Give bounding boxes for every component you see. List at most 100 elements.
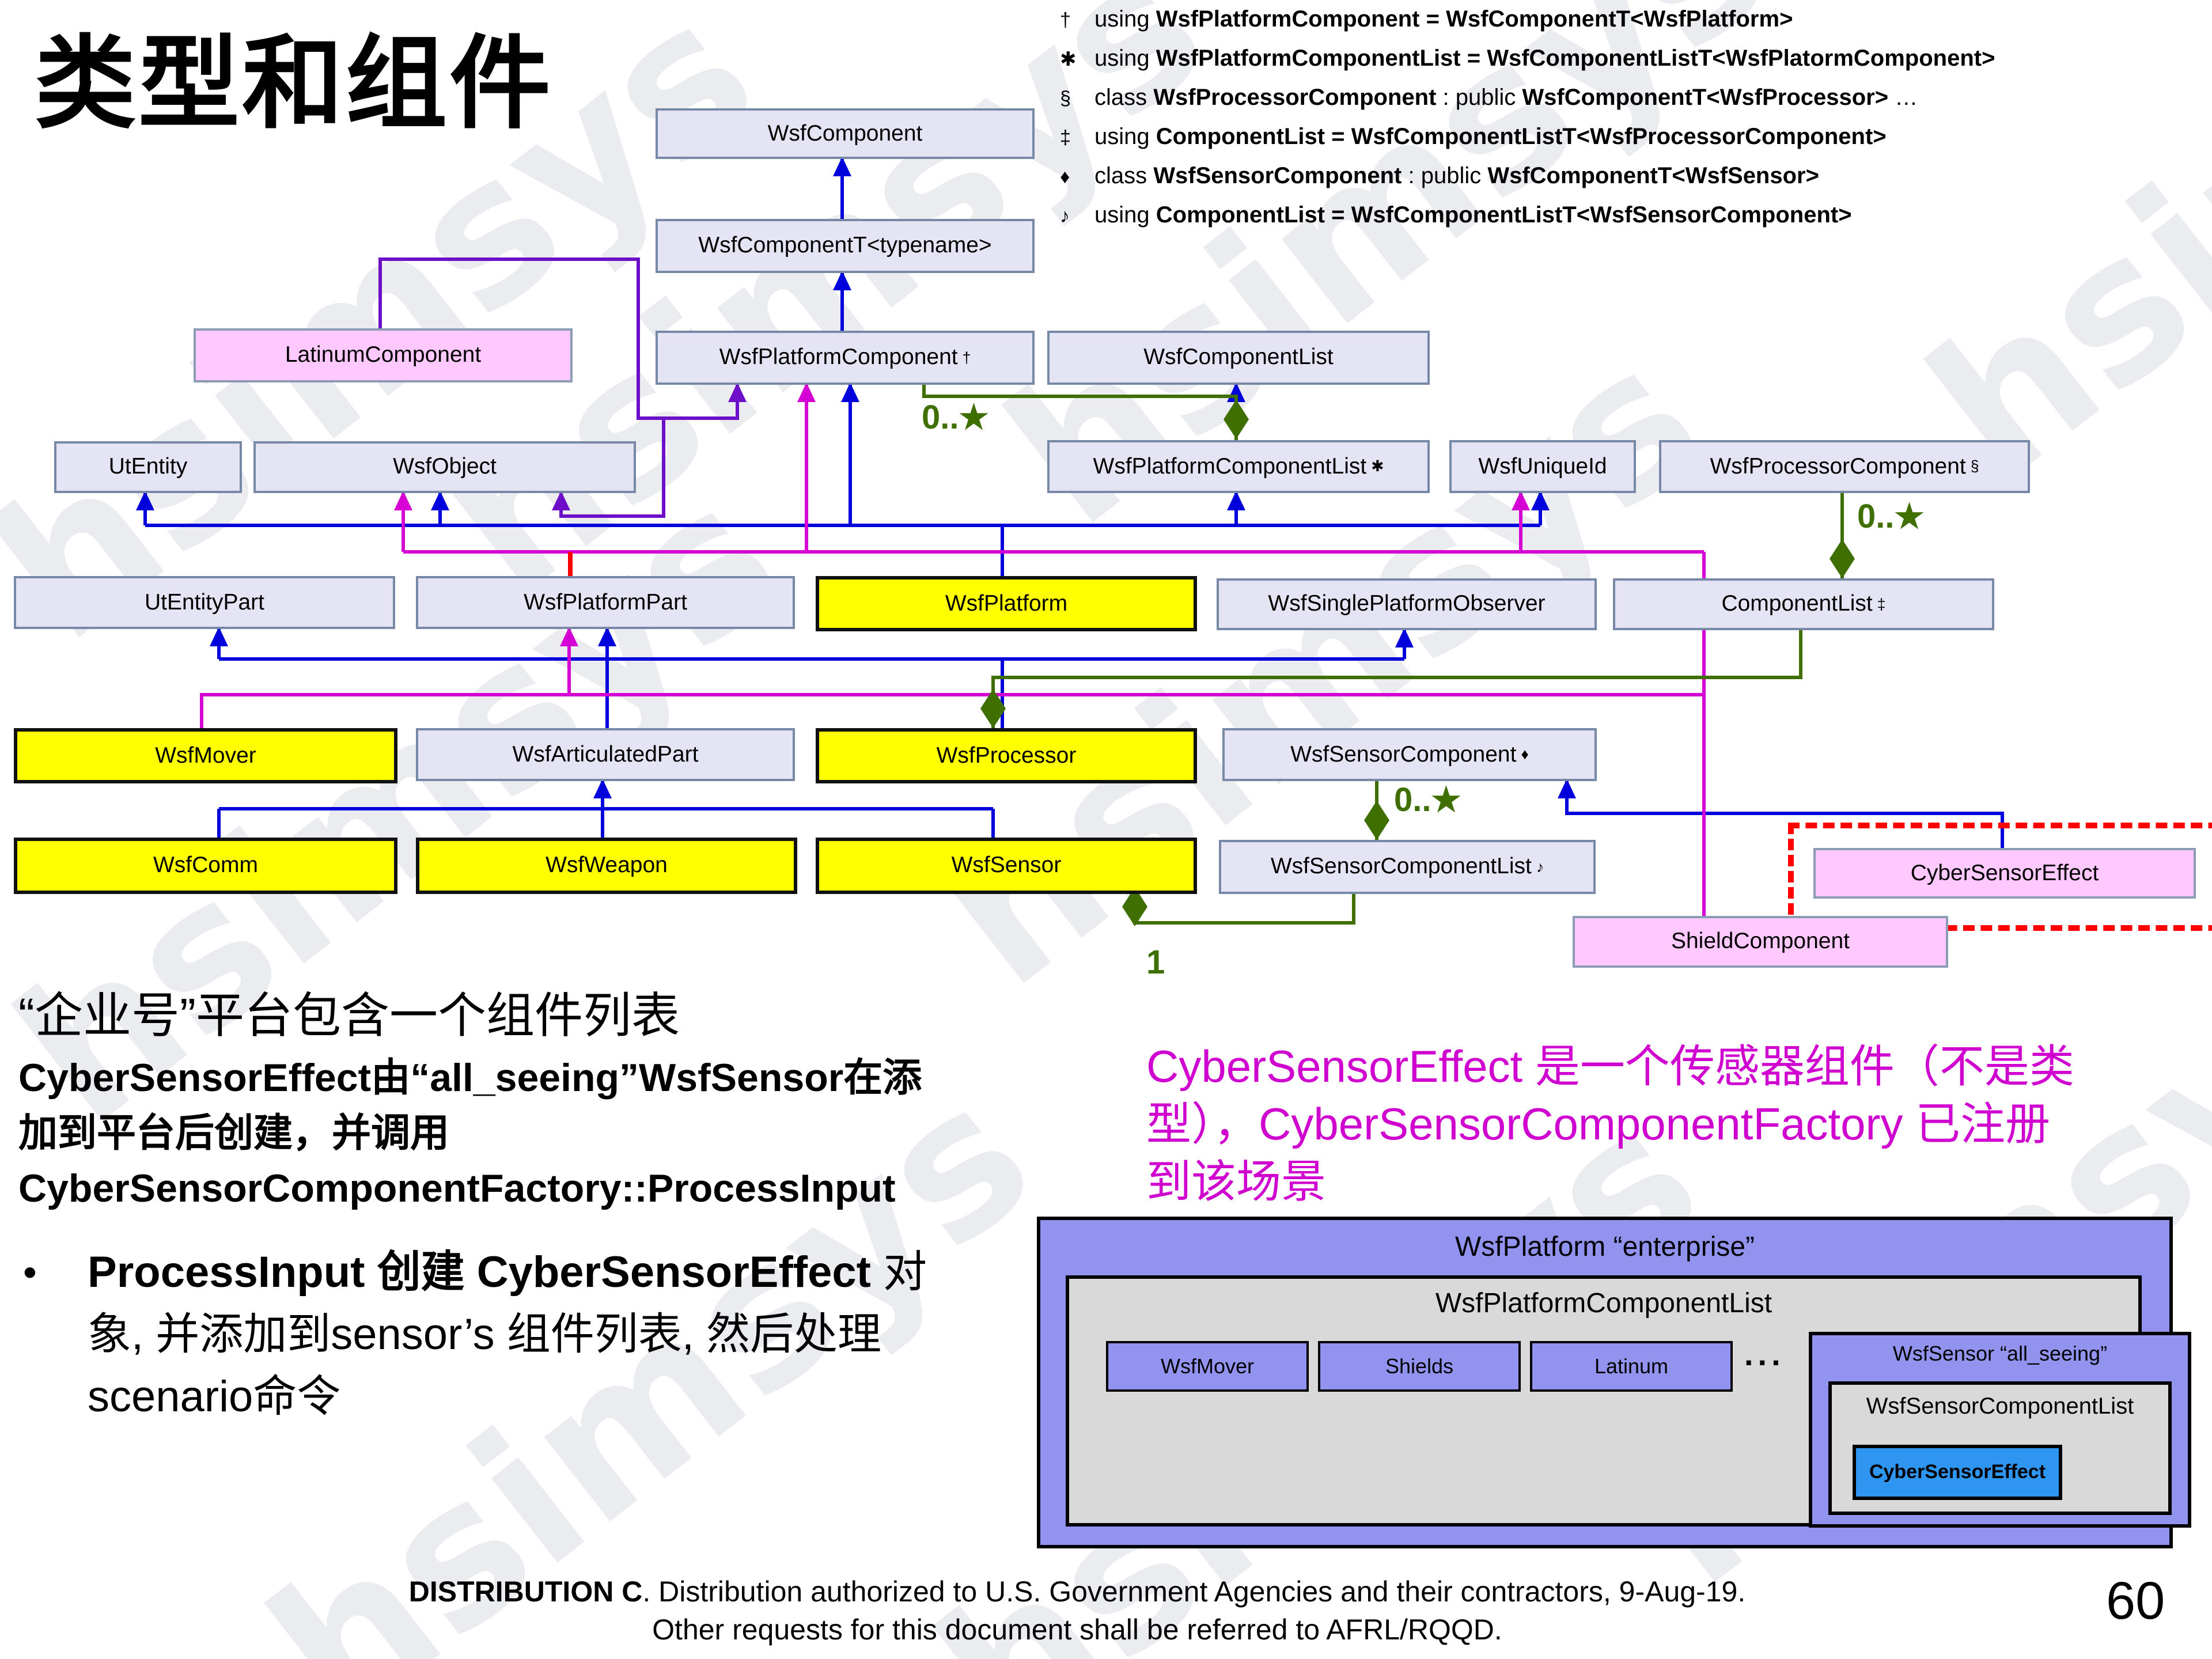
legend-item: ♪ using ComponentList = WsfComponentListT… bbox=[1060, 203, 2212, 229]
class-label: UtEntityPart bbox=[144, 589, 265, 615]
aggregation-diamond bbox=[1122, 887, 1147, 926]
notes-heading: “企业号”平台包含一个组件列表 bbox=[18, 988, 680, 1043]
class-box-WsfComm: WsfComm bbox=[14, 838, 397, 894]
class-box-LatinumComponent: LatinumComponent bbox=[194, 328, 573, 382]
class-label: WsfComponentT<typename> bbox=[698, 233, 992, 259]
nested-effect-chip: CyberSensorEffect bbox=[1853, 1445, 2062, 1500]
class-box-UtEntityPart: UtEntityPart bbox=[14, 576, 395, 629]
page-title: 类型和组件 bbox=[35, 23, 554, 143]
class-box-WsfUniqueId: WsfUniqueId bbox=[1449, 440, 1636, 493]
aggregation-diamond bbox=[980, 689, 1006, 728]
class-label: WsfSensorComponent bbox=[1290, 741, 1517, 767]
class-box-UtEntity: UtEntity bbox=[54, 441, 242, 493]
legend-text: class WsfSensorComponent : public WsfCom… bbox=[1094, 164, 1819, 189]
legend-symbol-3: ‡ bbox=[1060, 127, 1071, 149]
legend-symbol-2: § bbox=[1060, 88, 1071, 109]
paragraph-line: 加到平台后创建，并调用 bbox=[18, 1112, 449, 1156]
magenta-line: 型），CyberSensorComponentFactory 已注册 bbox=[1146, 1100, 2051, 1150]
bullet-line: 象, 并添加到sensor’s 组件列表, 然后处理 bbox=[88, 1311, 882, 1359]
arrowhead-blue bbox=[598, 627, 616, 646]
magenta-line: CyberSensorEffect 是一个传感器组件（不是类 bbox=[1146, 1043, 2074, 1092]
class-label: UtEntity bbox=[108, 454, 188, 480]
arrowhead-purple bbox=[728, 382, 747, 402]
class-box-WsfSensor: WsfSensor bbox=[816, 838, 1197, 894]
class-box-WsfComponent: WsfComponent bbox=[656, 108, 1035, 159]
class-label: CyberSensorEffect bbox=[1910, 860, 2099, 886]
arrowhead-blue bbox=[1395, 628, 1414, 647]
footnote-symbol: § bbox=[1970, 457, 1979, 475]
highlight-dashed-box bbox=[1788, 823, 2212, 931]
legend-text: using WsfPlatformComponentList = WsfComp… bbox=[1094, 46, 1995, 71]
multiplicity-label: 1 bbox=[1146, 944, 1165, 981]
class-label: WsfPlatformPart bbox=[524, 589, 687, 615]
class-box-ShieldComponent: ShieldComponent bbox=[1573, 916, 1948, 968]
class-label: ShieldComponent bbox=[1671, 929, 1850, 955]
magenta-line: 到该场景 bbox=[1146, 1158, 1327, 1207]
aggregation-diamond bbox=[1364, 801, 1389, 840]
legend-text: class WsfProcessorComponent : public Wsf… bbox=[1094, 85, 1918, 111]
class-label: WsfPlatformComponent bbox=[719, 344, 958, 370]
bullet-line: scenario命令 bbox=[88, 1373, 341, 1422]
nested-sensorlist-box: WsfSensorComponentList CyberSensorEffect bbox=[1828, 1381, 2172, 1515]
class-box-WsfPlatformComponentList: WsfPlatformComponentList✱ bbox=[1047, 440, 1430, 493]
class-label: WsfPlatformComponentList bbox=[1093, 453, 1367, 479]
class-box-WsfSinglePlatformObserver: WsfSinglePlatformObserver bbox=[1217, 578, 1597, 630]
class-box-ComponentList: ComponentList‡ bbox=[1613, 578, 1994, 630]
class-label: WsfObject bbox=[393, 454, 497, 480]
class-box-WsfPlatformPart: WsfPlatformPart bbox=[416, 576, 795, 629]
distribution-footer: DISTRIBUTION C. Distribution authorized … bbox=[184, 1574, 1970, 1650]
arrowhead-blue bbox=[593, 779, 612, 798]
arrowhead-blue bbox=[136, 491, 154, 510]
class-box-WsfComponentT: WsfComponentT<typename> bbox=[656, 219, 1035, 273]
notes-paragraph: CyberSensorEffect由“all_seeing”WsfSensor在… bbox=[18, 1051, 1055, 1217]
ellipsis: ... bbox=[1744, 1336, 1785, 1372]
class-box-WsfProcessor: WsfProcessor bbox=[816, 728, 1197, 783]
arrowhead-blue bbox=[1531, 491, 1550, 510]
nested-componentlist-box: WsfPlatformComponentList WsfMover Shield… bbox=[1066, 1275, 2191, 1528]
edge-magenta bbox=[200, 693, 1704, 728]
footer-line2: Other requests for this document shall b… bbox=[652, 1614, 1502, 1646]
legend: †using WsfPlatformComponent = WsfCompone… bbox=[1060, 7, 2212, 242]
nested-platform-title: WsfPlatform “enterprise” bbox=[1455, 1232, 1755, 1263]
legend-item: ♦class WsfSensorComponent : public WsfCo… bbox=[1060, 164, 2212, 190]
arrowhead-magenta bbox=[560, 627, 578, 646]
arrowhead-blue bbox=[431, 491, 449, 510]
arrowhead-blue bbox=[833, 157, 851, 176]
legend-symbol-0: † bbox=[1060, 9, 1071, 31]
class-box-WsfSensorComponentList: WsfSensorComponentList♪ bbox=[1219, 840, 1596, 894]
class-label: WsfMover bbox=[155, 743, 256, 768]
class-box-CyberSensorEffect: CyberSensorEffect bbox=[1813, 848, 2196, 899]
class-box-WsfPlatformComponent: WsfPlatformComponent† bbox=[656, 331, 1035, 385]
class-label: WsfSensorComponentList bbox=[1270, 854, 1532, 880]
class-label: WsfProcessor bbox=[936, 743, 1077, 768]
nested-componentlist-title: WsfPlatformComponentList bbox=[1435, 1288, 1772, 1319]
nested-sensorlist-title: WsfSensorComponentList bbox=[1866, 1394, 2134, 1419]
arrowhead-blue bbox=[841, 382, 859, 402]
class-label: WsfComponentList bbox=[1143, 344, 1334, 370]
class-label: WsfPlatform bbox=[945, 590, 1068, 616]
class-box-WsfComponentList: WsfComponentList bbox=[1047, 331, 1430, 385]
class-label: ComponentList bbox=[1721, 591, 1873, 617]
class-label: WsfComponent bbox=[767, 120, 923, 146]
class-box-WsfPlatform: WsfPlatform bbox=[816, 576, 1197, 631]
legend-item: ‡using ComponentList = WsfComponentListT… bbox=[1060, 124, 2212, 151]
legend-text: using ComponentList = WsfComponentListT<… bbox=[1094, 203, 1852, 228]
multiplicity-label: 0..★ bbox=[922, 399, 988, 436]
legend-symbol-1: ✱ bbox=[1060, 48, 1077, 70]
multiplicity-label: 0..★ bbox=[1857, 498, 1924, 535]
nested-platform-box: WsfPlatform “enterprise” WsfPlatformComp… bbox=[1037, 1217, 2191, 1548]
footer-bold: DISTRIBUTION C bbox=[408, 1576, 643, 1608]
legend-item: †using WsfPlatformComponent = WsfCompone… bbox=[1060, 7, 2212, 33]
arrowhead-blue bbox=[210, 627, 228, 646]
legend-symbol-5: ♪ bbox=[1060, 205, 1070, 227]
footer-line1: . Distribution authorized to U.S. Govern… bbox=[642, 1576, 1746, 1608]
arrowhead-magenta bbox=[1512, 491, 1530, 510]
class-box-WsfObject: WsfObject bbox=[253, 441, 636, 493]
aggregation-diamond bbox=[1224, 400, 1249, 439]
class-box-WsfProcessorComponent: WsfProcessorComponent§ bbox=[1659, 440, 2030, 493]
footnote-symbol: ‡ bbox=[1877, 595, 1886, 613]
class-label: WsfProcessorComponent bbox=[1710, 453, 1966, 479]
arrowhead-magenta bbox=[394, 491, 412, 510]
nested-chip-latinum: Latinum bbox=[1530, 1341, 1733, 1392]
